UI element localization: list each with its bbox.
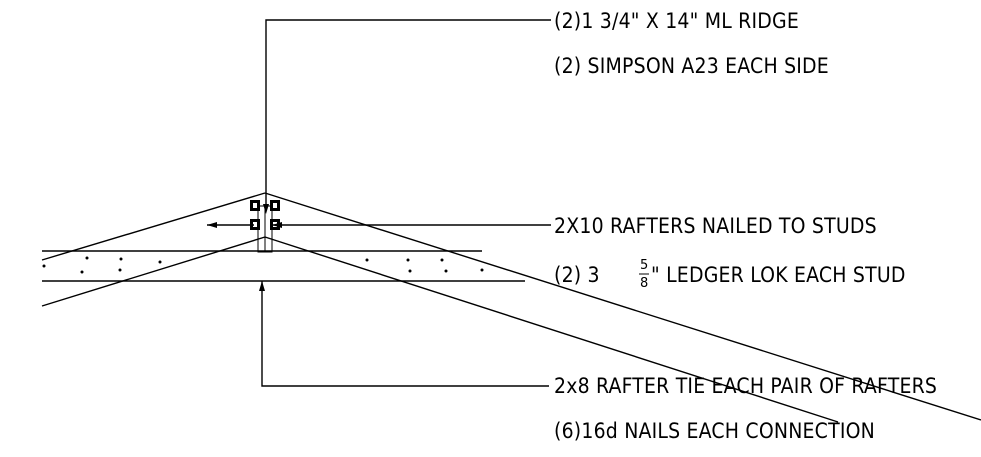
hatch-dot [365, 258, 369, 262]
rafters [41, 192, 981, 423]
leaders [207, 19, 551, 387]
rafter-right-bottom-edge [264, 236, 839, 423]
hatch-dot [408, 269, 412, 273]
leader-rafters-arrowhead-left [207, 222, 217, 228]
hatch-dot [440, 258, 444, 262]
hatch-dot [444, 269, 448, 273]
ridge-note-line1: (2)1 3/4" X 14" ML RIDGE [554, 9, 799, 33]
ledger-note-prefix: (2) 3 [554, 263, 600, 287]
hatch-dot [118, 268, 122, 272]
tie-note-line1: 2x8 RAFTER TIE EACH PAIR OF RAFTERS [554, 374, 937, 398]
rafter-left-bottom-edge [41, 236, 266, 307]
ridge-note-line2: (2) SIMPSON A23 EACH SIDE [554, 54, 829, 78]
leader-rafter-tie-arrowhead [259, 281, 265, 291]
ledger-note-suffix: " LEDGER LOK EACH STUD [651, 263, 906, 287]
hatch-dot [119, 257, 123, 261]
tie-hatch-dots [42, 256, 484, 274]
connector-hole [253, 203, 257, 208]
hatch-dot [80, 270, 84, 274]
hatch-dot [42, 264, 46, 268]
tie-note-line2: (6)16d NAILS EACH CONNECTION [554, 419, 875, 443]
hatch-dot [158, 260, 162, 264]
hatch-dot [406, 258, 410, 262]
leader-rafter-tie [261, 281, 549, 387]
rafter-right-top-edge [264, 192, 981, 421]
leader-ridge [265, 19, 551, 208]
connector-hole [253, 222, 257, 227]
ledger-fraction-numerator: 5 [640, 258, 648, 273]
rafters-note-line1: 2X10 RAFTERS NAILED TO STUDS [554, 214, 877, 238]
connector-hole [273, 203, 277, 208]
hatch-dot [480, 268, 484, 272]
rafter-left-top-edge [41, 192, 266, 261]
annotations: (2)1 3/4" X 14" ML RIDGE (2) SIMPSON A23… [554, 9, 937, 443]
leader-rafters-arrowhead-right [272, 222, 282, 228]
hatch-dot [85, 256, 89, 260]
rafter-tie [42, 250, 525, 282]
ledger-fraction-denominator: 8 [640, 276, 648, 291]
leader-ridge-arrowhead [263, 204, 269, 214]
